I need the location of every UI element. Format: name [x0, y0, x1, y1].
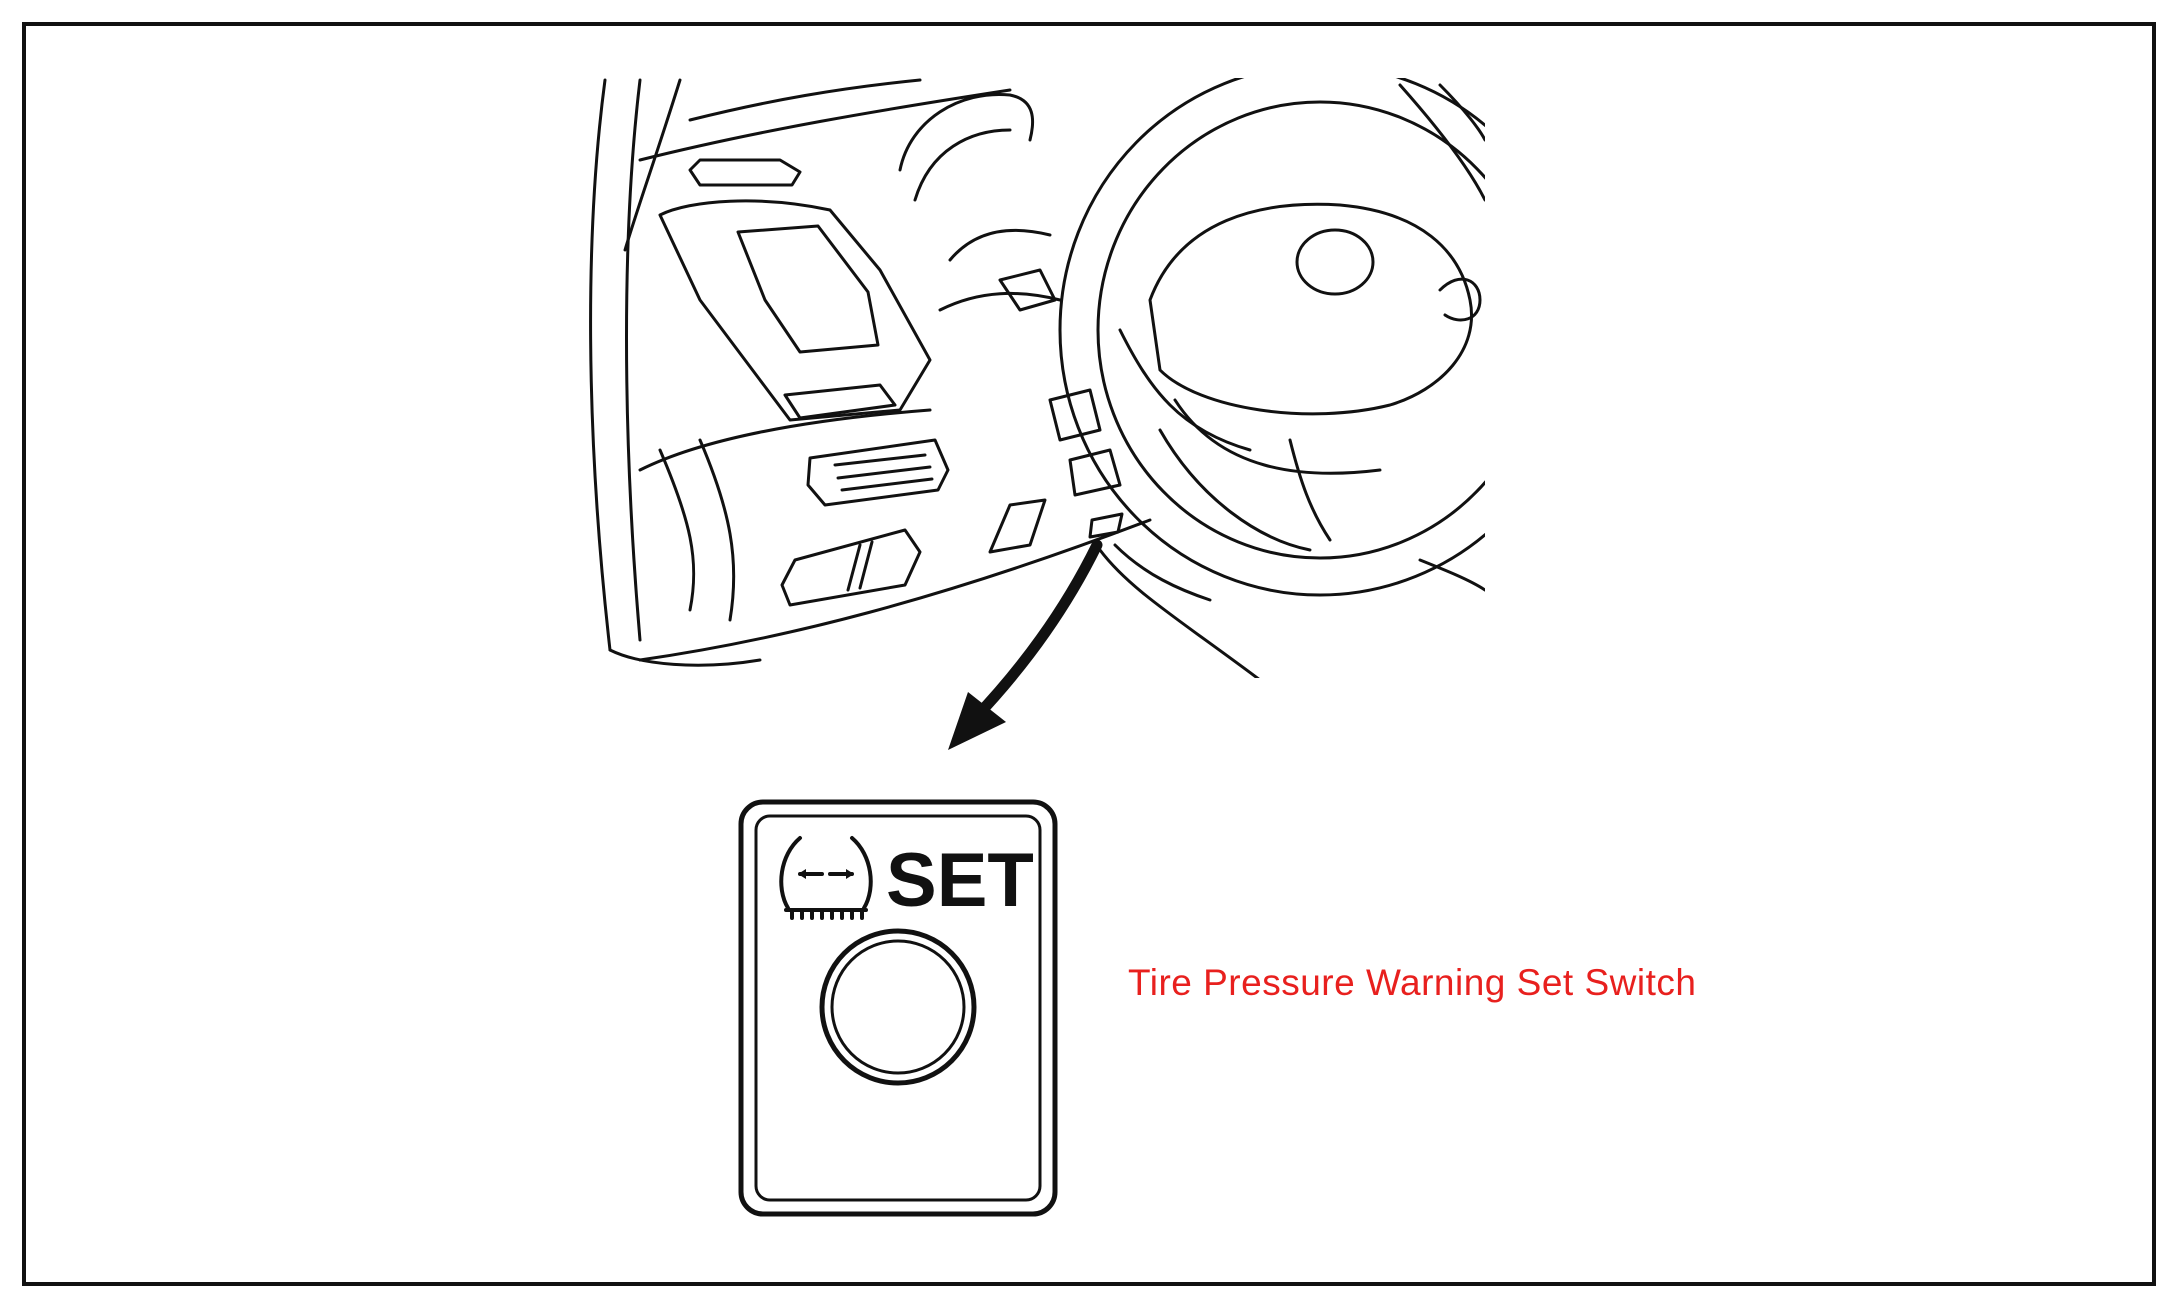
tire-pressure-icon — [779, 836, 873, 920]
set-push-button[interactable] — [819, 928, 977, 1086]
cluster-hood — [913, 128, 1012, 202]
switch-slot — [840, 477, 934, 492]
steering-spoke — [1118, 328, 1252, 452]
dash-top-line — [638, 88, 1012, 162]
display-lower-slot — [783, 383, 897, 420]
center-display-screen — [736, 224, 880, 354]
switch-location — [1088, 512, 1124, 539]
set-switch-panel: SET — [738, 799, 1058, 1217]
lower-switch-divider — [846, 543, 862, 592]
knee-panel — [658, 448, 696, 612]
steering-spoke — [1288, 438, 1332, 542]
steering-emblem — [1295, 228, 1375, 296]
right-stalk — [1438, 277, 1482, 322]
column-cover-line — [1113, 543, 1212, 602]
center-display-housing — [658, 199, 932, 422]
switch-inner-bezel — [754, 814, 1042, 1202]
right-dash-line — [1438, 83, 1485, 142]
cluster-hood — [898, 92, 1035, 172]
column-part — [1068, 448, 1122, 497]
lower-switch-divider — [858, 540, 874, 590]
cluster-hood — [938, 291, 1062, 312]
knee-panel — [698, 438, 736, 622]
switch-slot — [833, 453, 927, 467]
small-panel — [988, 498, 1047, 554]
lower-dash-line — [638, 518, 1152, 662]
lower-switch — [780, 528, 922, 607]
steering-wheel-rim — [1058, 78, 1485, 597]
steering-hub — [1148, 202, 1473, 416]
right-lower-line — [1418, 558, 1485, 592]
steering-spoke — [1158, 428, 1312, 552]
column-part — [998, 268, 1057, 312]
steering-wheel-rim — [1096, 100, 1485, 560]
door-edge-line — [589, 78, 612, 652]
pointer-arrow — [948, 539, 1103, 750]
steering-spoke — [1173, 398, 1382, 475]
door-edge-line — [625, 78, 642, 642]
column-part — [1048, 388, 1102, 442]
lower-dash-line — [608, 648, 762, 667]
set-push-button-inner — [830, 939, 966, 1075]
switch-slot — [836, 465, 932, 480]
figure-frame — [22, 22, 2156, 1286]
dashboard-drawing — [589, 78, 1485, 678]
dash-top-line — [688, 78, 922, 122]
cluster-hood — [948, 228, 1052, 262]
column-cover-line — [1098, 548, 1260, 678]
top-vent — [688, 158, 802, 187]
set-label: SET — [886, 838, 1034, 923]
door-edge-line — [623, 78, 682, 252]
right-dash-line — [1398, 83, 1485, 202]
switch-cluster — [806, 438, 950, 507]
callout-label: Tire Pressure Warning Set Switch — [1128, 962, 1697, 1003]
lower-dash-line — [638, 408, 932, 472]
